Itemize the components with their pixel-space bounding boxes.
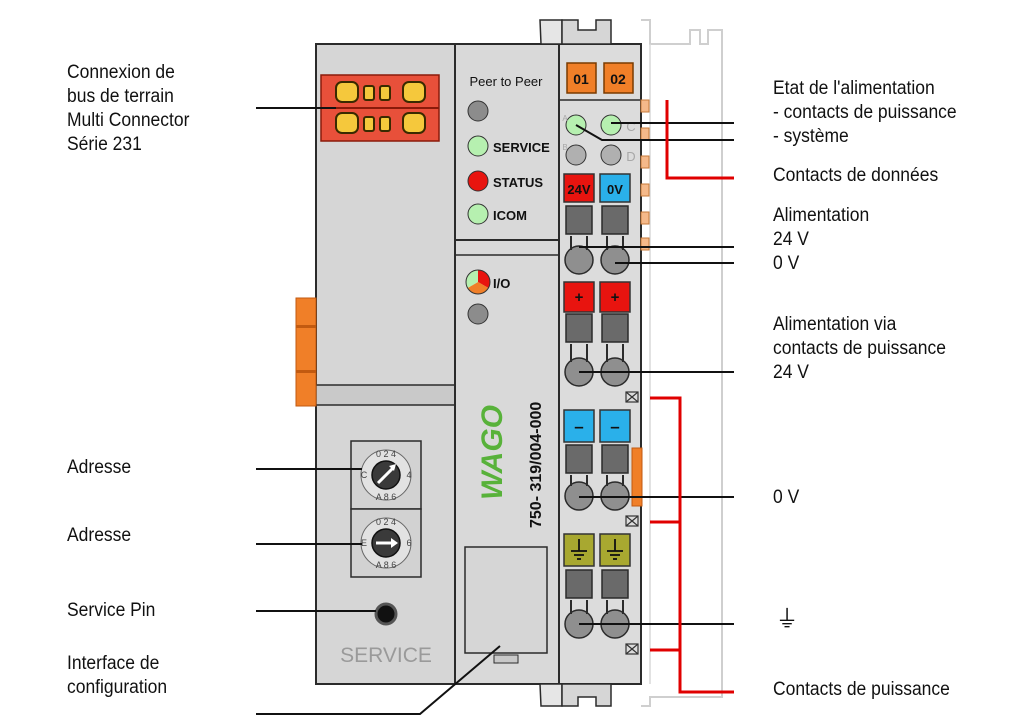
led-spare — [467, 303, 489, 325]
ground-symbol-label: ⏚ — [776, 606, 799, 633]
label-puissance: Contacts de puissance — [773, 679, 950, 700]
led-icom-label: ICOM — [493, 208, 527, 223]
service-pin[interactable] — [374, 602, 398, 626]
terminal-plus-1 — [563, 281, 595, 313]
led-status — [467, 170, 489, 192]
svg-text:B: B — [562, 143, 567, 152]
svg-text:WAGO: WAGO — [476, 405, 509, 500]
wago-logo: WAGO — [476, 405, 509, 500]
address-switch-2[interactable]: 0 2 4 A 8 6 E 6 — [350, 508, 422, 578]
led-io — [465, 269, 491, 295]
model-number: 750- 319/004-000 — [528, 402, 545, 528]
svg-text:D: D — [626, 149, 635, 164]
svg-text:4: 4 — [406, 470, 411, 480]
terminal-24v — [563, 173, 595, 203]
svg-text:–: – — [610, 417, 619, 436]
led-service — [467, 135, 489, 157]
led-status-label: STATUS — [493, 175, 543, 190]
terminal-02 — [603, 62, 634, 94]
svg-text:–: – — [574, 417, 583, 436]
led-io-label: I/O — [493, 276, 510, 291]
svg-text:02: 02 — [610, 71, 626, 87]
terminal-minus-1 — [563, 409, 595, 443]
svg-text:6: 6 — [406, 538, 411, 548]
clamp-actuators[interactable] — [565, 205, 629, 599]
svg-text:24V: 24V — [567, 182, 590, 197]
label-alim-via: Alimentation via contacts de puissance 2… — [773, 314, 946, 383]
terminal-01 — [566, 62, 597, 94]
svg-text:750- 319/004-000: 750- 319/004-000 — [528, 402, 545, 528]
label-service-pin: Service Pin — [67, 600, 156, 621]
leader-lines — [256, 107, 734, 715]
svg-text:0 2 4: 0 2 4 — [376, 449, 396, 459]
led-peer — [467, 100, 489, 122]
housing-divider — [315, 384, 459, 406]
svg-text:C: C — [361, 470, 368, 480]
svg-text:01: 01 — [573, 71, 589, 87]
data-contacts — [640, 99, 650, 251]
svg-text:+: + — [575, 289, 584, 306]
svg-text:C: C — [626, 119, 635, 134]
label-config: Interface de configuration — [67, 653, 168, 698]
power-contact-tab — [631, 447, 643, 507]
terminal-plus-2 — [599, 281, 631, 313]
led-power-d — [600, 144, 622, 166]
label-alimentation: Alimentation 24 V 0 V — [773, 205, 870, 274]
label-donnees: Contacts de données — [773, 165, 939, 186]
svg-text:A 8 6: A 8 6 — [376, 560, 397, 570]
svg-text:+: + — [611, 289, 620, 306]
svg-text:A: A — [562, 114, 568, 123]
service-text: SERVICE — [340, 644, 432, 667]
address-switch-1[interactable]: 0 2 4 A 8 6 C 4 — [350, 440, 422, 510]
label-etat: Etat de l'alimentation - contacts de pui… — [773, 78, 957, 147]
terminal-0v — [599, 173, 631, 203]
end-plate-outline — [641, 19, 723, 707]
side-latch[interactable] — [295, 297, 317, 407]
terminal-minus-2 — [599, 409, 631, 443]
label-0v: 0 V — [773, 487, 800, 508]
svg-text:E: E — [361, 538, 367, 548]
led-power-c — [600, 114, 622, 136]
label-adresse-2: Adresse — [67, 525, 132, 546]
label-adresse-1: Adresse — [67, 457, 132, 478]
peer-to-peer-label: Peer to Peer — [470, 74, 544, 89]
svg-text:0V: 0V — [607, 182, 623, 197]
terminal-ground — [563, 533, 631, 567]
config-interface[interactable] — [464, 546, 548, 654]
led-power-b — [565, 144, 587, 166]
svg-text:A 8 6: A 8 6 — [376, 492, 397, 502]
label-fieldbus: Connexion de bus de terrain Multi Connec… — [67, 62, 190, 155]
svg-text:0 2 4: 0 2 4 — [376, 517, 396, 527]
led-icom — [467, 203, 489, 225]
red-brackets — [650, 100, 734, 694]
led-service-label: SERVICE — [493, 140, 550, 155]
fieldbus-connector[interactable] — [320, 74, 440, 142]
